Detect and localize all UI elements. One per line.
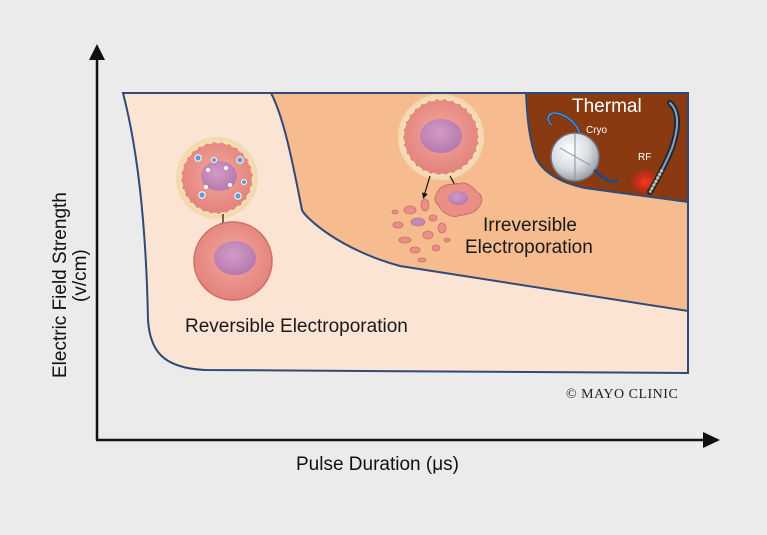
irreversible-label-line1: Irreversible [483,215,577,236]
cryo-probe-icon [546,111,619,184]
y-axis-label-line2: (v/cm) [70,249,91,302]
reversible-cell-porous [176,137,258,219]
rf-probe-icon [629,100,680,196]
irreversible-label-line2: Electroporation [465,237,593,258]
irreversible-cell-porous [398,94,484,180]
y-axis-label-line1: Electric Field Strength [50,192,71,378]
y-axis-arrow [89,44,105,60]
rf-label: RF [638,152,651,163]
thermal-label: Thermal [572,96,642,117]
cell-shrunken [434,182,483,217]
reversible-cell-recovered [193,221,273,301]
x-axis-label: Pulse Duration (μs) [296,454,459,475]
cell-fragments [391,198,451,263]
x-axis-arrow [703,432,720,448]
reversible-label: Reversible Electroporation [185,316,408,337]
irreversible-arrow-left [421,175,431,199]
molecule-dots [194,154,247,200]
cryo-label: Cryo [586,125,608,136]
copyright-text: © MAYO CLINIC [566,387,678,402]
